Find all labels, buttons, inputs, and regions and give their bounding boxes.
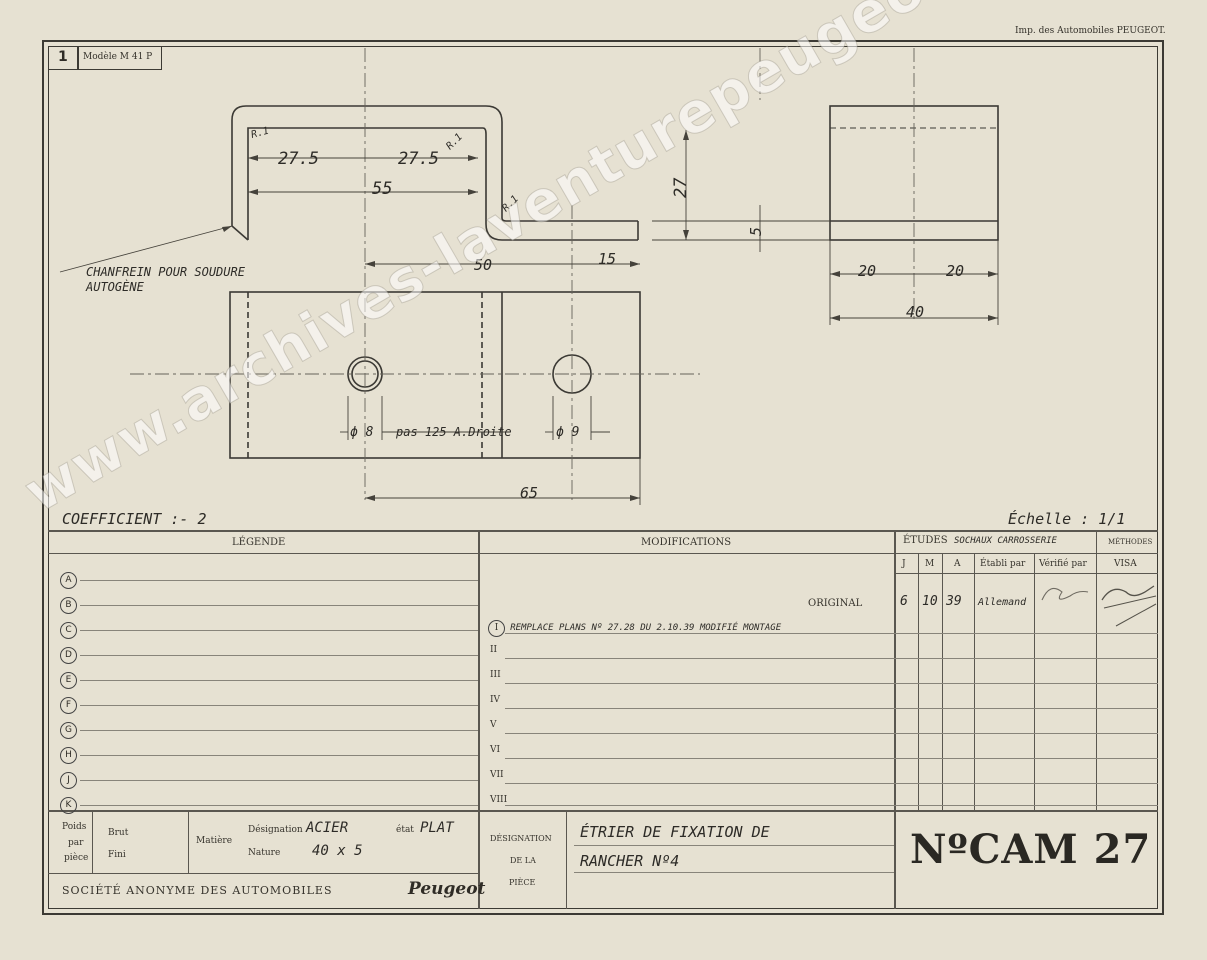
coefficient: COEFFICIENT :- 2 (62, 510, 207, 528)
plan-number: NºCAM 27 (910, 826, 1152, 873)
designation-value-1: ÉTRIER DE FIXATION DE (580, 823, 770, 841)
hole-9-label: ϕ 9 (556, 425, 579, 440)
dim-55: 55 (372, 179, 392, 199)
modification-row: III (490, 670, 501, 680)
designation-label-3: PIÈCE (509, 878, 536, 887)
legend-row: H (60, 742, 77, 764)
legend-row: D (60, 642, 77, 664)
legend-title: LÉGENDE (232, 537, 286, 548)
front-view-outline (229, 291, 641, 459)
poids-label-2: par (68, 838, 84, 848)
modifications-title: MODIFICATIONS (641, 537, 732, 548)
legend-row: E (60, 667, 77, 689)
dim-20-left: 20 (858, 262, 876, 280)
modification-row: IV (490, 695, 501, 705)
modification-row: VIII (490, 795, 508, 805)
chamfer-note-2: AUTOGÈNE (85, 279, 145, 294)
date-year: 39 (946, 594, 962, 609)
thread-label: pas 125 A.Droite (395, 425, 512, 439)
col-visa: VISA (1114, 559, 1137, 569)
modification-row: VI (490, 745, 501, 755)
etat-label: état (396, 825, 414, 835)
model-label: Modèle M 41 P (83, 52, 153, 62)
legend-row: K (60, 792, 77, 814)
profile-inner-edge (247, 127, 638, 241)
sheet-number: 1 (58, 49, 68, 65)
designation-mat-label: Désignation (248, 825, 303, 835)
col-verifie: Vérifié par (1039, 559, 1087, 569)
dim-27-5-left: 27.5 (278, 149, 319, 169)
poids-label-1: Poids (62, 822, 87, 832)
legend-row: G (60, 717, 77, 739)
modification-row: I REMPLACE PLANS Nº 27.28 DU 2.10.39 MOD… (488, 620, 781, 637)
dim-20-right: 20 (946, 262, 964, 280)
designation-label-2: DE LA (510, 856, 536, 865)
hole-8-label: ϕ 8 (350, 425, 374, 440)
dim-15: 15 (598, 250, 616, 268)
profile-chamfer (231, 120, 249, 241)
signatures (1041, 585, 1157, 627)
dim-65: 65 (520, 484, 538, 502)
modification-row: VII (490, 770, 504, 780)
modification-row: V (490, 720, 497, 730)
dim-27: 27 (671, 177, 691, 198)
chamfer-note-1: CHANFREIN POUR SOUDURE (86, 265, 246, 279)
legend-row: J (60, 767, 77, 789)
company-name: SOCIÉTÉ ANONYME DES AUTOMOBILES (62, 884, 333, 897)
original-label: ORIGINAL (808, 598, 863, 609)
dim-40: 40 (906, 303, 924, 321)
col-month: M (925, 559, 935, 569)
etudes-location: SOCHAUX CARROSSERIE (954, 536, 1057, 546)
legend-row: F (60, 692, 77, 714)
profile-outer-edge (231, 105, 638, 222)
scale: Échelle : 1/1 (1008, 510, 1126, 528)
methodes-title: MÉTHODES (1108, 538, 1153, 546)
radius-1a: R.1 (250, 126, 270, 141)
brut-label: Brut (108, 828, 129, 838)
drawing-frame (42, 40, 1164, 915)
etat-value: PLAT (420, 820, 454, 836)
poids-label-3: pièce (64, 853, 89, 863)
dim-27-5-right: 27.5 (398, 149, 439, 169)
dim-50: 50 (474, 256, 492, 274)
legend-row: C (60, 617, 77, 639)
modification-row: II (490, 645, 498, 655)
dim-5: 5 (747, 227, 765, 236)
matiere-label: Matière (196, 836, 233, 846)
col-etabli: Établi par (980, 559, 1026, 569)
author: Allemand (978, 597, 1027, 608)
designation-mat-value: ACIER (306, 820, 349, 836)
legend-row: B (60, 592, 77, 614)
fini-label: Fini (108, 850, 126, 860)
col-year: A (954, 559, 961, 569)
nature-label: Nature (248, 848, 281, 858)
col-day: J (902, 559, 906, 569)
nature-value: 40 x 5 (312, 843, 363, 859)
sheet-number-box (48, 46, 78, 70)
model-box (78, 46, 162, 70)
legend-row: A (60, 567, 77, 589)
etudes-title: ÉTUDES (903, 535, 948, 546)
designation-label-1: DÉSIGNATION (490, 834, 552, 843)
date-month: 10 (922, 594, 938, 609)
date-day: 6 (900, 594, 908, 609)
designation-value-2: RANCHER Nº4 (580, 852, 680, 870)
printer-imprint: Imp. des Automobiles PEUGEOT. (1015, 26, 1166, 36)
radius-1b: R.1 (444, 132, 465, 153)
drawing-inner-frame (48, 46, 1158, 909)
brand-logo: Peugeot (408, 879, 486, 899)
